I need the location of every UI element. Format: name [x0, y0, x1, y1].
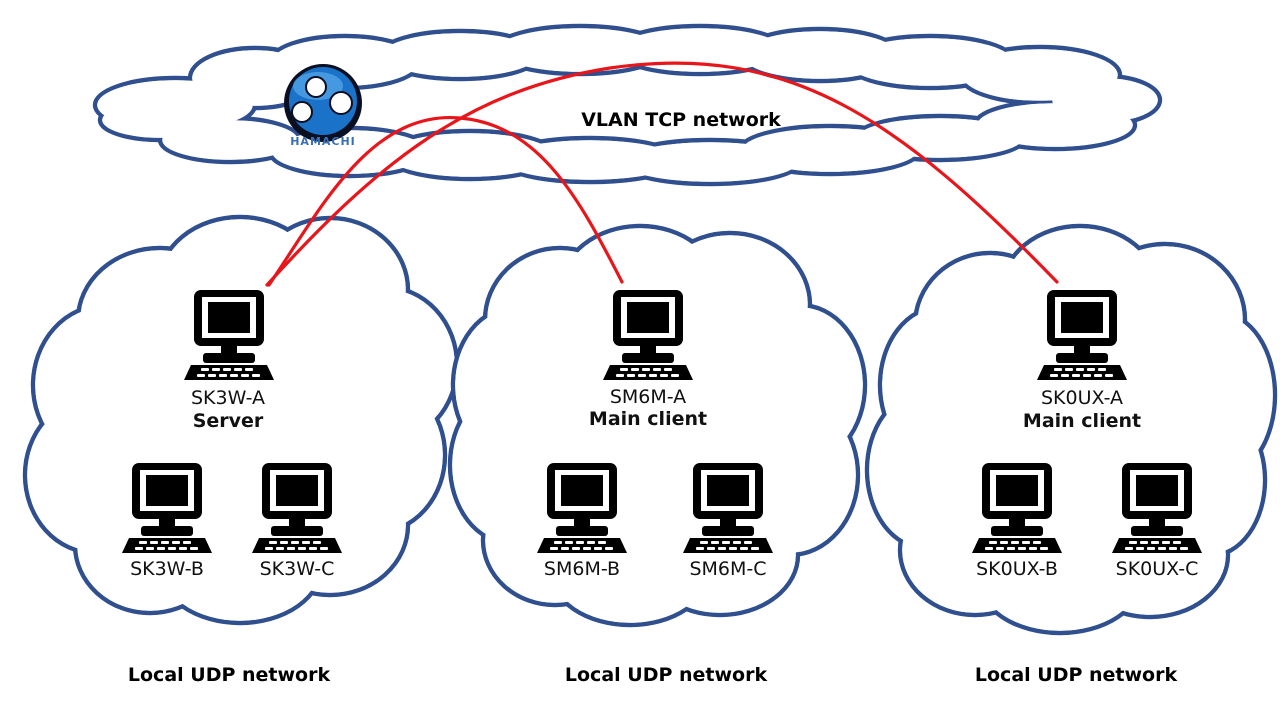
computer-icon-sm6m-b — [537, 463, 627, 553]
computer-icon-sk3w-b — [122, 463, 212, 553]
hamachi-logo: HAMACHI — [284, 64, 362, 148]
hamachi-logo-text: HAMACHI — [290, 135, 356, 148]
computer-role-sk0ux-a: Main client — [1023, 410, 1141, 432]
computer-name-sk0ux-c: SK0UX-C — [1116, 558, 1199, 580]
computer-name-sk3w-a: SK3W-A — [191, 387, 265, 409]
computer-name-sk0ux-b: SK0UX-B — [976, 558, 1058, 580]
computer-role-sk3w-a: Server — [193, 410, 264, 432]
computer-name-sm6m-b: SM6M-B — [544, 558, 620, 580]
computer-icon-sm6m-c — [683, 463, 773, 553]
computer-name-sk3w-b: SK3W-B — [130, 558, 204, 580]
lan-label-1: Local UDP network — [128, 664, 331, 686]
computer-name-sk0ux-a: SK0UX-A — [1041, 387, 1123, 409]
computer-icon-sk0ux-a — [1037, 290, 1127, 380]
lan-label-3: Local UDP network — [975, 664, 1178, 686]
computer-icon-sk3w-a — [184, 290, 274, 380]
wan-label: VLAN TCP network — [581, 109, 781, 131]
computer-role-sm6m-a: Main client — [589, 408, 707, 430]
computer-name-sm6m-a: SM6M-A — [610, 386, 686, 408]
computer-icon-sk0ux-c — [1112, 463, 1202, 553]
lan-cloud-1 — [22, 214, 460, 626]
computer-name-sm6m-c: SM6M-C — [689, 558, 766, 580]
wan-cloud — [92, 23, 1163, 187]
computer-name-sk3w-c: SK3W-C — [260, 558, 335, 580]
computer-icon-sk0ux-b — [972, 463, 1062, 553]
lan-cloud-1-fill — [27, 219, 455, 621]
computer-icon-sk3w-c — [252, 463, 342, 553]
lan-label-2: Local UDP network — [565, 664, 768, 686]
connection-sk3w-a-sk0ux-a — [265, 61, 1059, 287]
computer-icon-sm6m-a — [603, 290, 693, 380]
